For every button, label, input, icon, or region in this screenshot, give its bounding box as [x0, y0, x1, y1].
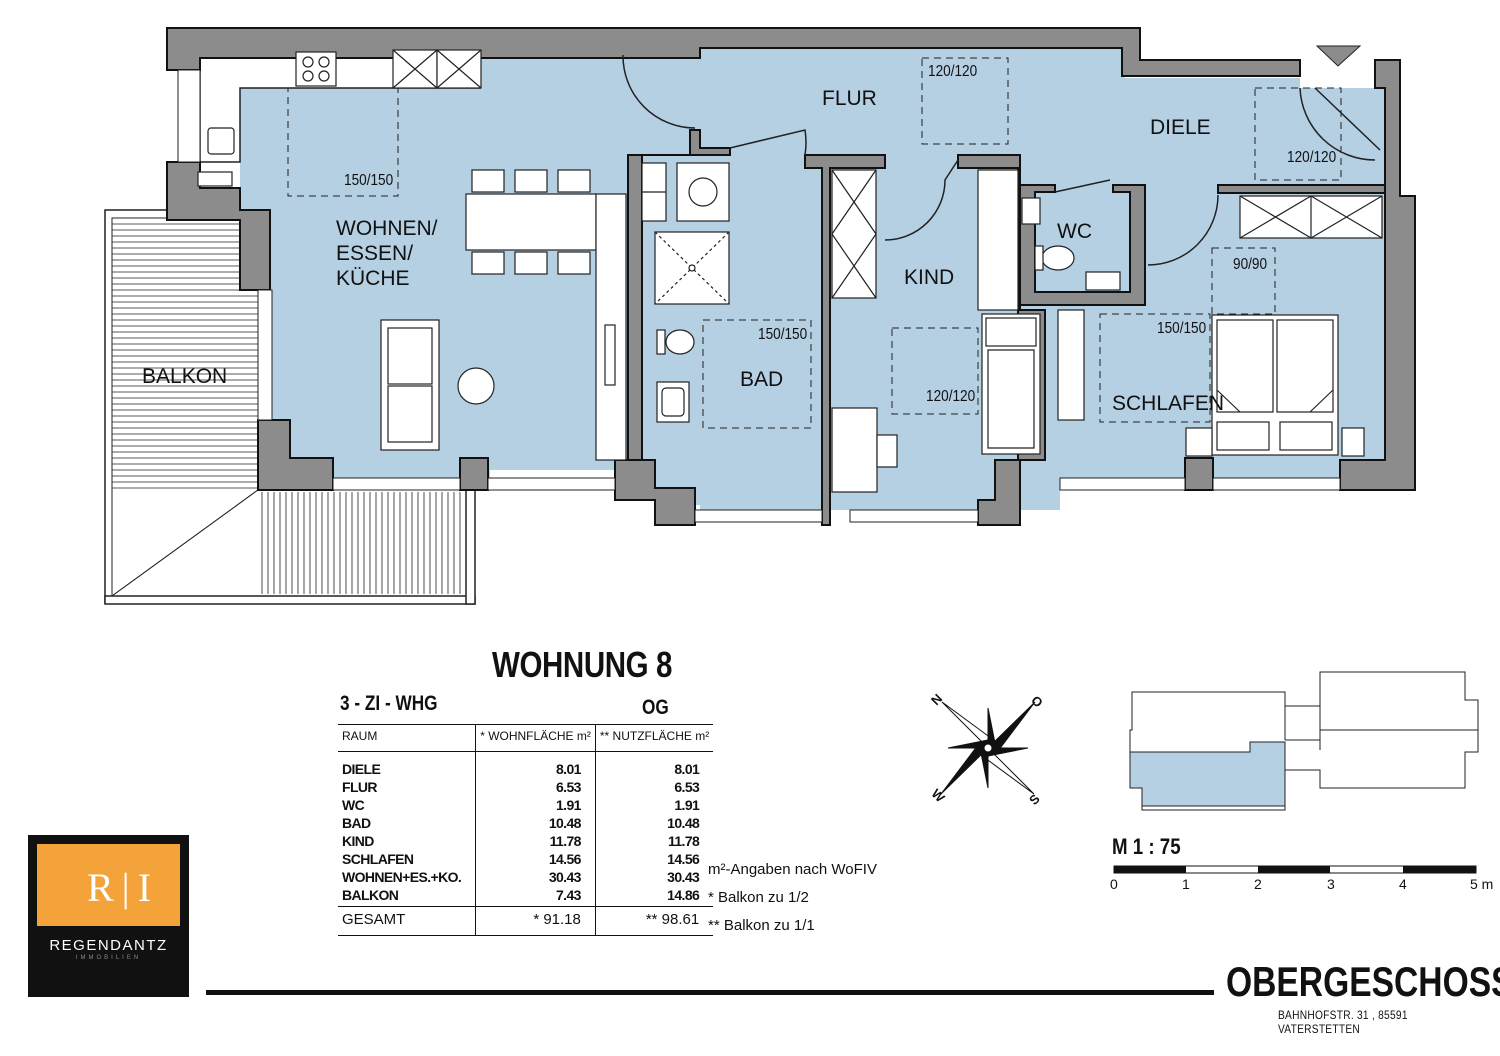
table-total-row: GESAMT* 91.18** 98.61: [338, 906, 714, 936]
room-label-wohnen-line: WOHNEN/: [336, 217, 438, 240]
room-label-wohnen-line: KÜCHE: [336, 267, 410, 291]
windows: [177, 69, 1341, 523]
total-wohnflaeche: * 91.18: [475, 906, 596, 936]
wohnflaeche-cell: 7.43: [475, 886, 596, 907]
wohnflaeche-cell: 14.56: [475, 850, 596, 868]
column-header: * WOHNFLÄCHE m²: [475, 724, 596, 752]
wohnflaeche-cell: 8.01: [475, 751, 596, 778]
wohnflaeche-cell: 1.91: [475, 796, 596, 814]
dimension-label: 150/150: [1157, 320, 1207, 337]
furniture: [197, 49, 1383, 493]
room-cell: KIND: [342, 833, 374, 849]
dimension-label: 150/150: [758, 326, 808, 343]
floor-name: OBERGESCHOSS: [1226, 958, 1500, 1005]
room-cell: FLUR: [342, 779, 378, 795]
room-cell: BALKON: [342, 887, 399, 903]
clearance-boxes: [287, 57, 1342, 429]
balcony: [104, 209, 476, 605]
scale-tick: 1: [1182, 876, 1190, 892]
scale-tick: 0: [1110, 876, 1118, 892]
total-label: GESAMT: [338, 906, 476, 936]
nutzflaeche-cell: 8.01: [594, 751, 714, 778]
room-cell: WC: [342, 797, 365, 813]
total-nutzflaeche: ** 98.61: [594, 906, 714, 936]
nutzflaeche-cell: 14.86: [594, 886, 714, 907]
room-label-balkon: BALKON: [142, 365, 228, 388]
page-title: WOHNUNG 8: [492, 644, 672, 685]
nutzflaeche-cell: 1.91: [594, 796, 714, 814]
nutzflaeche-cell: 30.43: [594, 868, 714, 886]
scale-tick: 2: [1254, 876, 1262, 892]
area-table: RAUM * WOHNFLÄCHE m² ** NUTZFLÄCHE m² DI…: [338, 724, 714, 936]
logo-accent: R|I: [37, 844, 180, 926]
logo-subtitle: IMMOBILIEN: [75, 955, 142, 961]
key-plan: [1129, 671, 1479, 811]
company-logo: R|I REGENDANTZ IMMOBILIEN: [28, 835, 189, 997]
address: BAHNHOFSTR. 31 , 85591 VATERSTETTEN: [1278, 1008, 1408, 1036]
dimension-label: 120/120: [1287, 149, 1337, 166]
room-label-wohnen-line: ESSEN/: [336, 242, 414, 266]
note: m²-Angaben nach WoFIV: [708, 861, 877, 878]
dimension-label: 150/150: [344, 172, 394, 189]
room-label-wohnen: WOHNEN/ ESSEN/ KÜCHE: [336, 216, 438, 292]
wohnflaeche-cell: 10.48: [475, 814, 596, 832]
entry-marker: [1315, 45, 1362, 67]
room-cell: BAD: [342, 815, 371, 831]
nutzflaeche-cell: 11.78: [594, 832, 714, 850]
wohnflaeche-cell: 30.43: [475, 868, 596, 886]
room-label-schlafen: SCHLAFEN: [1112, 392, 1225, 415]
nutzflaeche-cell: 10.48: [594, 814, 714, 832]
room-fills: [240, 48, 1385, 510]
wohnflaeche-cell: 6.53: [475, 778, 596, 796]
dimension-label: 90/90: [1233, 256, 1268, 273]
note: ** Balkon zu 1/1: [708, 917, 815, 934]
table-header-row: RAUM * WOHNFLÄCHE m² ** NUTZFLÄCHE m²: [338, 724, 714, 752]
wohnflaeche-cell: 11.78: [475, 832, 596, 850]
nutzflaeche-cell: 14.56: [594, 850, 714, 868]
note: * Balkon zu 1/2: [708, 889, 809, 906]
room-cell: WOHNEN+ES.+KO.: [342, 869, 462, 885]
room-label-bad: BAD: [740, 368, 784, 391]
logo-name: REGENDANTZ: [49, 937, 168, 954]
logo-monogram: R|I: [87, 865, 160, 910]
room-label-flur: FLUR: [822, 87, 877, 110]
column-header: ** NUTZFLÄCHE m²: [594, 724, 714, 752]
doors: [622, 54, 1381, 266]
room-cell: SCHLAFEN: [342, 851, 414, 867]
compass-rose: [940, 701, 1036, 795]
scale-tick: 3: [1327, 876, 1335, 892]
room-cell: DIELE: [342, 761, 381, 777]
scale-tick: 4: [1399, 876, 1407, 892]
nutzflaeche-cell: 6.53: [594, 778, 714, 796]
room-label-kind: KIND: [904, 266, 955, 289]
room-label-wc: WC: [1057, 220, 1092, 243]
room-label-diele: DIELE: [1150, 116, 1211, 139]
footer-rule: [206, 990, 1214, 995]
floor-code: OG: [642, 696, 669, 719]
apartment-type: 3 - ZI - WHG: [340, 692, 438, 715]
dimension-label: 120/120: [926, 388, 976, 405]
scale-tick: 5 m: [1470, 876, 1494, 892]
dimension-label: 120/120: [928, 63, 978, 80]
scale-bar: [1113, 865, 1477, 874]
column-header: RAUM: [338, 724, 476, 752]
scale-label: M 1 : 75: [1112, 834, 1181, 859]
